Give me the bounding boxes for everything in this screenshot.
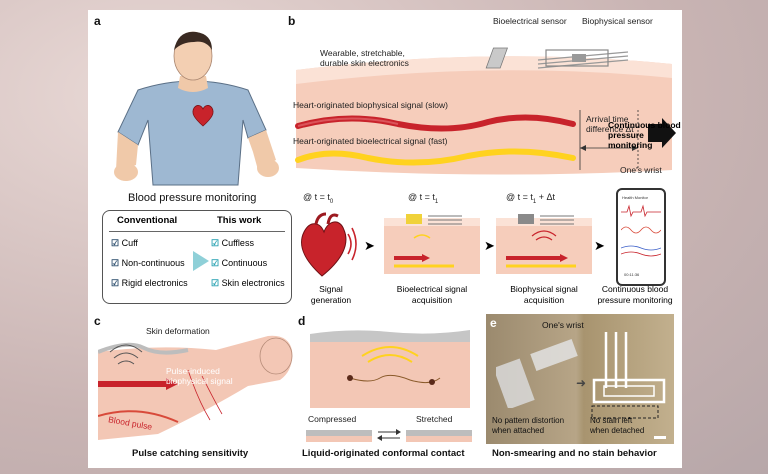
conventional-item: ☑ Non-continuous: [111, 258, 185, 268]
stretched-label: Stretched: [416, 414, 453, 424]
bioelectrical-acquisition-illustration: [384, 214, 480, 274]
thiswork-item: ☑ Continuous: [211, 258, 268, 268]
signal-generation-heart: [300, 212, 357, 277]
biophysical-sensor-label: Biophysical sensor: [582, 16, 653, 26]
panel-b-label: b: [288, 14, 296, 28]
conformal-contact-illustration: [310, 330, 470, 408]
panel-e-caption: Non-smearing and no stain behavior: [492, 448, 657, 459]
panel-a-label: a: [94, 14, 101, 28]
bioelectrical-sensor-label: Bioelectrical sensor: [493, 16, 567, 26]
phone-time: 00:11:36: [624, 272, 640, 277]
forearm-illustration: [98, 335, 293, 440]
panel-e-wrist-label: One's wrist: [542, 320, 584, 330]
biophysical-acquisition-illustration: [496, 214, 592, 274]
check-icon: ☑: [111, 258, 120, 268]
check-icon: ☑: [211, 258, 220, 268]
arrival-line2: difference Δt: [586, 124, 634, 134]
panel-d-caption: Liquid-originated conformal contact: [302, 448, 465, 459]
phone: Health Monitor 00:11:36: [616, 188, 666, 286]
phone-title: Health Monitor: [622, 195, 649, 200]
figure: a Blood pressure monitoring Conventional…: [88, 10, 682, 468]
skin-deformation-label: Skin deformation: [146, 326, 210, 336]
panel-c-caption: Pulse catching sensitivity: [132, 448, 249, 459]
time-t1: @ t = t1: [408, 192, 439, 205]
check-icon: ☑: [111, 278, 120, 288]
comparison-table: Conventional This work ☑ Cuff ☑ Non-cont…: [102, 210, 292, 304]
thiswork-item: ☑ Cuffless: [211, 238, 254, 248]
check-icon: ☑: [111, 238, 120, 248]
skin-electronics-line2: durable skin electronics: [320, 58, 409, 68]
transition-arrow-icon: ➜: [576, 376, 587, 390]
panel-d-label: d: [298, 314, 306, 328]
sensor-pattern-right: [591, 332, 666, 419]
black-arrow-icon: [648, 118, 676, 148]
cbp-label: Continuous blood pressure monitoring: [608, 120, 681, 150]
skin-electronics-line1: Wearable, stretchable,: [320, 48, 405, 58]
thiswork-item: ☑ Skin electronics: [211, 278, 285, 288]
conventional-item: ☑ Rigid electronics: [111, 278, 188, 288]
sensor-pattern-left: [496, 339, 578, 408]
compressed-label: Compressed: [308, 414, 357, 424]
check-icon: ☑: [211, 238, 220, 248]
comparison-arrow-icon: [193, 251, 209, 271]
wrist-skin-illustration: [295, 47, 672, 175]
step-arrow-icon: ➤: [594, 238, 605, 253]
bioelectrical-signal-label: Heart-originated bioelectrical signal (f…: [293, 136, 448, 146]
conventional-title: Conventional: [117, 215, 178, 226]
runner-illustration: [114, 31, 279, 186]
compressed-stretched-illustration: [306, 429, 472, 442]
heart-icon: [192, 105, 214, 127]
scale-bar: [654, 436, 666, 439]
panel-a-caption: Blood pressure monitoring: [128, 192, 257, 204]
time-t2: @ t = t1 + Δt: [506, 192, 556, 205]
conventional-item: ☑ Cuff: [111, 238, 138, 248]
arrival-line1: Arrival time: [586, 114, 629, 124]
thiswork-title: This work: [217, 215, 262, 226]
step-arrow-icon: ➤: [484, 238, 495, 253]
phone-waveforms: [621, 204, 661, 257]
time-t0: @ t = t0: [303, 192, 334, 205]
wrist-label: One's wrist: [620, 165, 662, 175]
check-icon: ☑: [211, 278, 220, 288]
table-divider: [109, 231, 285, 232]
panel-c-label: c: [94, 314, 101, 328]
step-arrow-icon: ➤: [364, 238, 375, 253]
biophysical-signal-label: Heart-originated biophysical signal (slo…: [293, 100, 448, 110]
panel-e-label: e: [490, 316, 497, 330]
